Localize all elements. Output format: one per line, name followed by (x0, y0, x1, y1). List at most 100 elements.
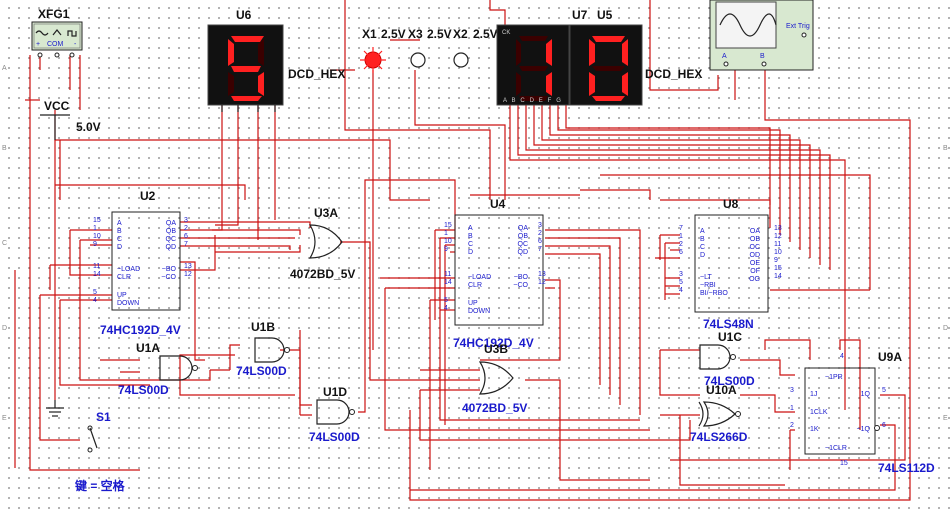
sine-icon (35, 30, 49, 36)
svg-text:13: 13 (774, 225, 782, 232)
svg-text:2: 2 (538, 230, 542, 237)
svg-text:D: D (700, 252, 705, 259)
svg-text:C: C (2, 240, 7, 247)
u7-ref: U7 (572, 8, 588, 22)
svg-text:7: 7 (679, 225, 683, 232)
svg-text:2: 2 (184, 225, 188, 232)
scope-b-label: B (760, 53, 765, 60)
svg-text:D: D (943, 325, 948, 332)
svg-text:D: D (117, 244, 122, 251)
svg-text:7: 7 (184, 241, 188, 248)
svg-text:OB: OB (750, 236, 760, 243)
probe-x1-ref: X1 (362, 27, 377, 41)
svg-text:~LOAD: ~LOAD (117, 266, 140, 273)
switch-s1[interactable] (87, 425, 98, 453)
svg-text:OF: OF (750, 268, 760, 275)
svg-text:6: 6 (679, 249, 683, 256)
svg-text:1CLK: 1CLK (810, 409, 828, 416)
u9a-ref: U9A (878, 350, 902, 364)
vcc-source[interactable] (40, 114, 70, 140)
svg-text:1K: 1K (810, 426, 819, 433)
svg-text:~BO: ~BO (514, 274, 529, 281)
u4-ref: U4 (490, 197, 506, 211)
gate-u1a[interactable] (159, 355, 198, 381)
u2-ref: U2 (140, 189, 156, 203)
function-generator-xfg1[interactable]: COM + - (31, 21, 83, 58)
svg-text:~1Q: ~1Q (857, 426, 871, 433)
u8-right-pins: OA OB OC OD OE OF OG 13 12 11 10 9 15 14 (749, 225, 782, 283)
triangle-wave-icon (52, 29, 62, 36)
sine-trace-icon (719, 13, 777, 37)
svg-text:QD: QD (166, 244, 177, 251)
scope-ext-trig-label: Ext Trig (786, 23, 810, 30)
svg-text:B: B (468, 233, 473, 240)
svg-text:A: A (2, 65, 7, 72)
vcc-label: VCC (44, 99, 70, 113)
svg-text:13: 13 (538, 271, 546, 278)
u2-left-pins: A B C D ~LOAD CLR UP DOWN 15 1 10 9 11 1… (93, 217, 140, 307)
svg-text:10: 10 (444, 238, 452, 245)
u1b-ref: U1B (251, 320, 275, 334)
svg-text:B: B (700, 236, 705, 243)
oscilloscope[interactable]: Ext Trig A B (709, 0, 814, 71)
gate-u1c[interactable] (699, 344, 736, 370)
u1c-ref: U1C (718, 330, 742, 344)
svg-text:~CO: ~CO (161, 274, 176, 281)
svg-text:QC: QC (166, 236, 177, 243)
svg-text:4: 4 (840, 353, 844, 360)
chip-u8[interactable]: A B C D ~LT ~RBI BI/~RBO 7 1 2 6 3 5 4 O… (679, 214, 782, 313)
svg-text:3: 3 (790, 387, 794, 394)
svg-text:B: B (117, 228, 122, 235)
gate-u1b[interactable] (254, 337, 290, 363)
svg-text:9: 9 (93, 241, 97, 248)
svg-text:UP: UP (117, 292, 127, 299)
probe-x3[interactable] (410, 52, 426, 68)
u3a-ref: U3A (314, 206, 338, 220)
u5-ref: U5 (597, 8, 613, 22)
svg-text:12: 12 (184, 271, 192, 278)
chip-u9a[interactable]: ~1PR 1J 1CLK 1K ~1CLR 1Q ~1Q 4 3 1 2 15 … (790, 353, 886, 467)
scope-a-label: A (722, 53, 727, 60)
svg-text:OD: OD (750, 252, 761, 259)
svg-text:OE: OE (750, 260, 760, 267)
u3b-ref: U3B (484, 342, 508, 356)
sheet-border-marks: A B C D E B D E (2, 65, 948, 422)
gate-u3b[interactable] (478, 361, 514, 395)
svg-text:BI/~RBO: BI/~RBO (700, 290, 728, 297)
u6-type: DCD_HEX (288, 67, 345, 81)
svg-text:E: E (943, 415, 948, 422)
gate-u3a[interactable] (308, 224, 343, 259)
svg-text:1J: 1J (810, 391, 817, 398)
svg-text:10: 10 (93, 233, 101, 240)
svg-text:5: 5 (882, 387, 886, 394)
svg-text:D: D (2, 325, 7, 332)
svg-text:QB: QB (518, 233, 528, 240)
svg-text:B: B (2, 145, 7, 152)
s1-label: S1 (96, 410, 111, 424)
chip-u4[interactable]: A B C D ~LOAD CLR UP DOWN 15 1 10 9 11 1… (444, 214, 546, 326)
svg-text:1: 1 (93, 225, 97, 232)
svg-text:~1CLR: ~1CLR (825, 445, 847, 452)
probe-x1[interactable] (360, 47, 386, 73)
svg-text:11: 11 (444, 271, 451, 278)
svg-text:13: 13 (184, 263, 192, 270)
svg-text:15: 15 (93, 217, 101, 224)
svg-text:-: - (74, 41, 77, 48)
gate-u10a[interactable] (698, 401, 741, 427)
svg-text:~BO: ~BO (162, 266, 177, 273)
svg-text:CLR: CLR (468, 282, 482, 289)
svg-text:6: 6 (538, 238, 542, 245)
gate-u1d[interactable] (316, 399, 355, 425)
chip-u2[interactable]: A B C D ~LOAD CLR UP DOWN 15 1 10 9 11 1… (93, 211, 192, 311)
svg-text:12: 12 (538, 279, 546, 286)
svg-text:6: 6 (882, 422, 886, 429)
u10a-ref: U10A (706, 383, 737, 397)
u8-left-pins: A B C D ~LT ~RBI BI/~RBO 7 1 2 6 3 5 4 (679, 225, 728, 297)
probe-x2[interactable] (453, 52, 469, 68)
svg-text:~RBI: ~RBI (700, 282, 716, 289)
u10a-type: 74LS266D (690, 430, 748, 444)
svg-text:~CO: ~CO (513, 282, 528, 289)
svg-text:+: + (36, 41, 40, 48)
u1d-type: 74LS00D (309, 430, 360, 444)
